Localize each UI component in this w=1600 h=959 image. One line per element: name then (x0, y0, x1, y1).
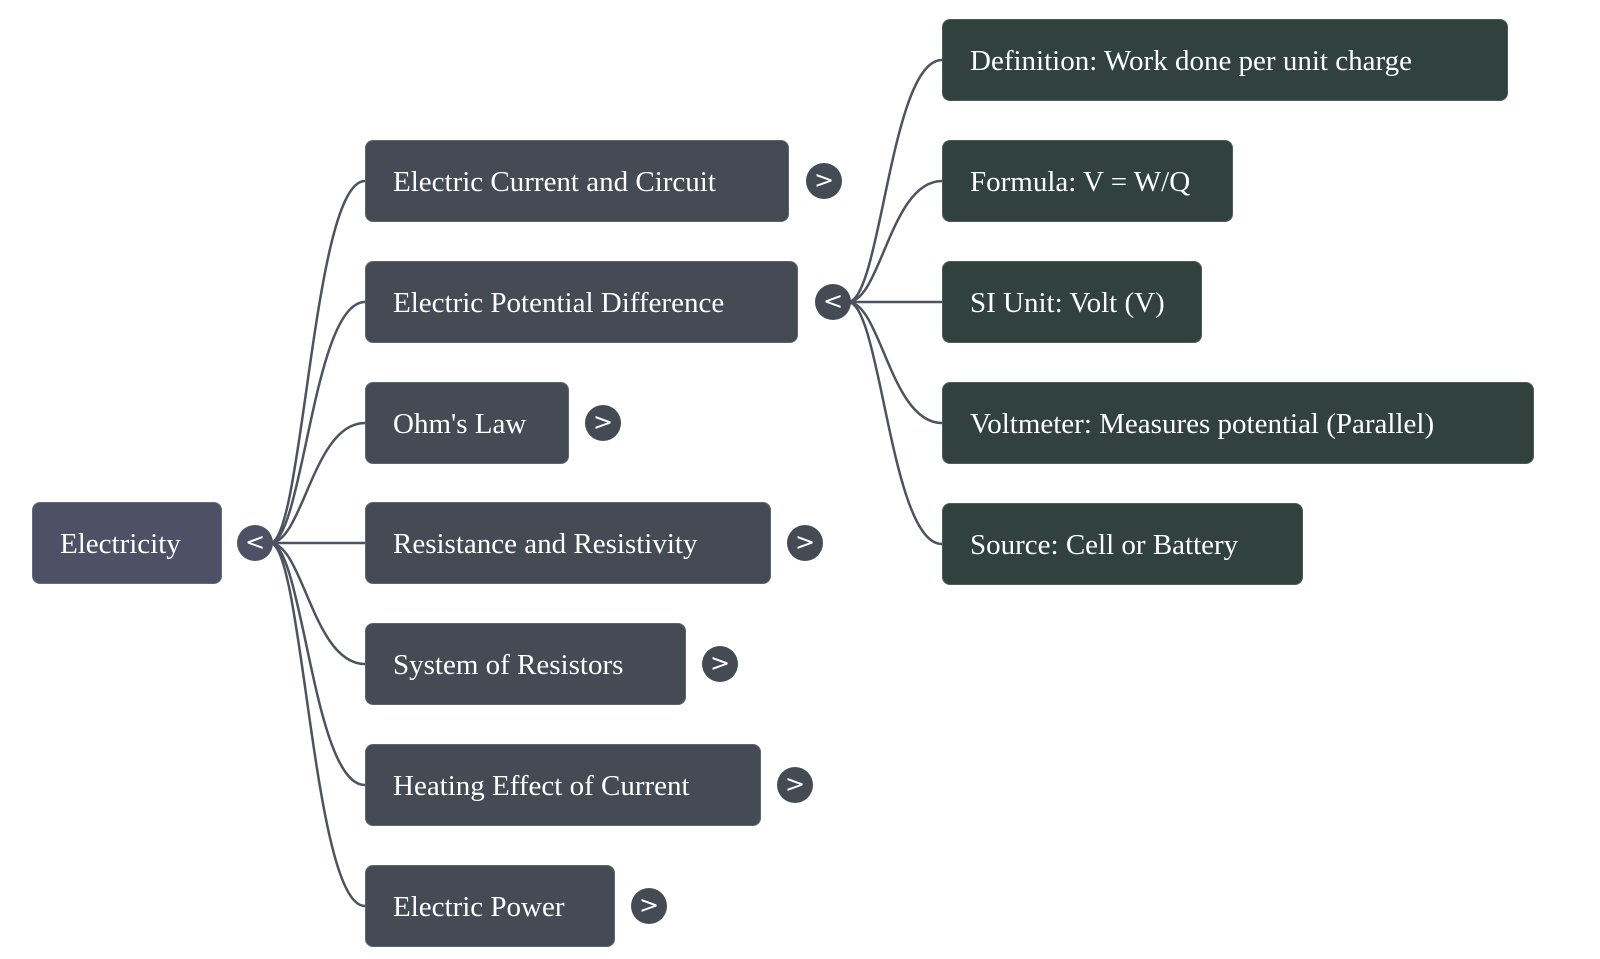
topic-resistance[interactable]: Resistance and Resistivity (365, 502, 771, 584)
expand-toggle-icon[interactable]: > (787, 525, 823, 561)
topic-heating-effect[interactable]: Heating Effect of Current (365, 744, 761, 826)
link-potential-detail (847, 179, 943, 304)
expand-toggle-icon[interactable]: > (806, 163, 842, 199)
topic-ohms-law[interactable]: Ohm's Law (365, 382, 569, 464)
link-potential-detail (847, 58, 943, 304)
link-root-topic (269, 300, 366, 545)
topic-system-of-resistors[interactable]: System of Resistors (365, 623, 686, 705)
detail-source[interactable]: Source: Cell or Battery (942, 503, 1303, 585)
topic-potential-difference[interactable]: Electric Potential Difference (365, 261, 798, 343)
link-root-topic (269, 541, 366, 908)
expand-toggle-icon[interactable]: > (585, 405, 621, 441)
collapse-toggle-icon[interactable]: < (237, 525, 273, 561)
link-potential-detail (847, 300, 943, 546)
expand-toggle-icon[interactable]: > (702, 646, 738, 682)
expand-toggle-icon[interactable]: > (777, 767, 813, 803)
link-root-topic (269, 541, 366, 787)
detail-voltmeter[interactable]: Voltmeter: Measures potential (Parallel) (942, 382, 1534, 464)
detail-si-unit[interactable]: SI Unit: Volt (V) (942, 261, 1202, 343)
detail-formula[interactable]: Formula: V = W/Q (942, 140, 1233, 222)
topic-electric-power[interactable]: Electric Power (365, 865, 615, 947)
expand-toggle-icon[interactable]: > (631, 888, 667, 924)
link-root-topic (269, 541, 366, 666)
root-node-electricity[interactable]: Electricity (32, 502, 222, 584)
link-root-topic (269, 179, 366, 545)
collapse-toggle-icon[interactable]: < (815, 284, 851, 320)
link-root-topic (269, 421, 366, 545)
topic-electric-current[interactable]: Electric Current and Circuit (365, 140, 789, 222)
link-potential-detail (847, 300, 943, 425)
detail-definition[interactable]: Definition: Work done per unit charge (942, 19, 1508, 101)
